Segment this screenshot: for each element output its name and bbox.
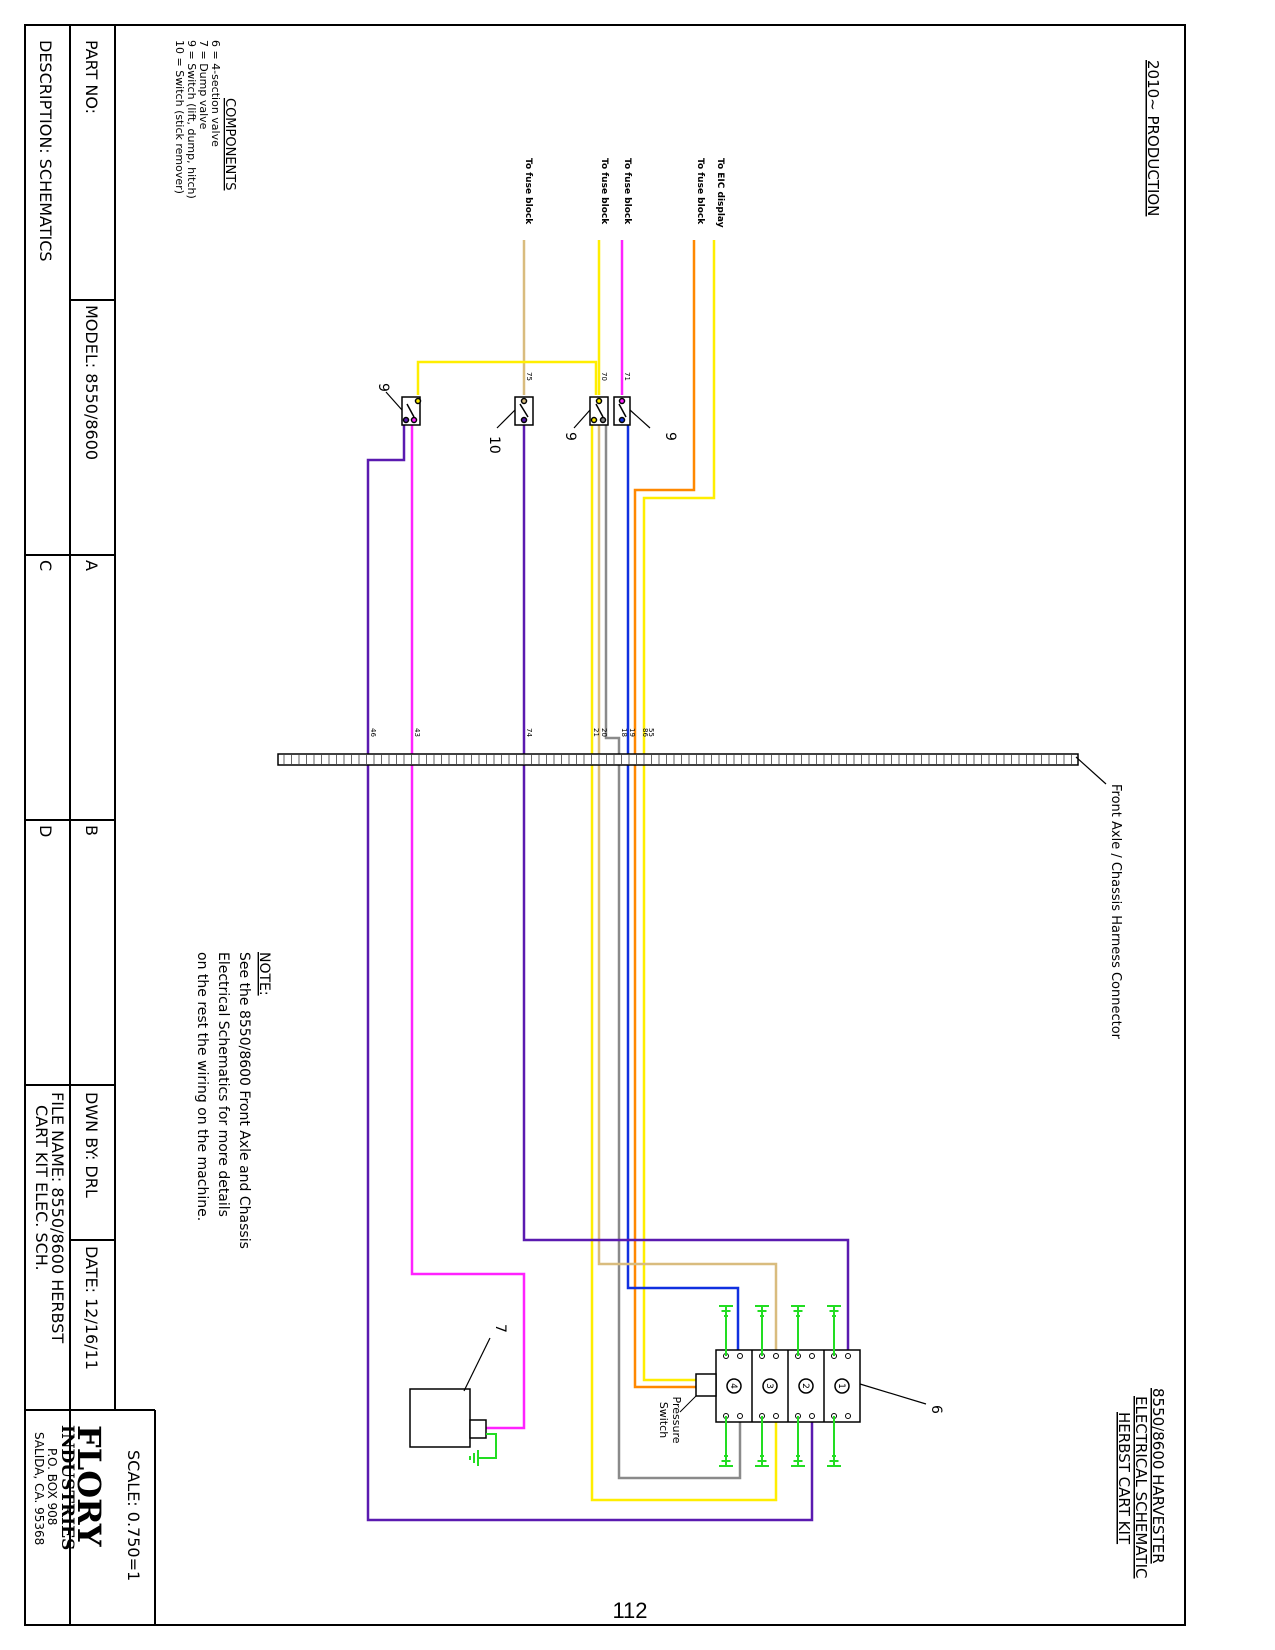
wire-46-purple (366, 420, 814, 1522)
valve-section-3-label: 3 (764, 1383, 774, 1389)
company-name: FLORY (70, 1425, 108, 1548)
page-number: 112 (612, 1598, 648, 1623)
switch-10-stick-remover (514, 396, 534, 426)
to-eic-display-label: To EIC display (715, 158, 725, 228)
component-item-10: 10 = Switch (stick remover) (173, 40, 186, 194)
valve-section-1-label: 1 (836, 1383, 846, 1389)
to-fuse-block-label: To fuse block (599, 158, 609, 225)
components-heading: COMPONENTS (222, 98, 237, 190)
production-label: 2010~ PRODUCTION (1144, 60, 1162, 216)
company-address-1: P.O. BOX 908 (45, 1448, 59, 1525)
wires (366, 240, 850, 1522)
wire-destination-labels: To EIC display To fuse block To fuse blo… (523, 158, 725, 228)
wire-number-75: 75 (525, 372, 533, 381)
title-line-1: 8550/8600 HARVESTER (1149, 1388, 1167, 1564)
wire-21-yellow (590, 420, 778, 1502)
wire-74-purple (522, 420, 850, 1353)
switch-9-top (613, 396, 631, 426)
wire-18-gray (604, 420, 742, 1480)
callout-10: 10 (486, 436, 502, 454)
wire-number-labels: 55 86 19 18 20 21 74 43 46 70 71 75 (369, 372, 655, 737)
note-line-3: on the rest the wiring on the machine. (194, 952, 210, 1221)
note-block: NOTE: See the 8550/8600 Front Axle and C… (194, 952, 272, 1249)
to-fuse-block-label: To fuse block (523, 158, 533, 225)
part-no-label: PART NO: (82, 40, 101, 114)
callout-7: 7 (492, 1324, 508, 1333)
switches (401, 396, 631, 426)
wire-number-74: 74 (525, 728, 533, 737)
callout-6: 6 (928, 1405, 944, 1414)
wire-number-86: 86 (641, 728, 649, 737)
note-line-1: See the 8550/8600 Front Axle and Chassis (236, 952, 252, 1249)
to-fuse-block-label: To fuse block (622, 158, 632, 225)
callout-leaders (385, 391, 927, 1405)
model-label: MODEL: 8550/8600 (82, 305, 101, 460)
wire-number-21: 21 (592, 728, 600, 737)
revision-c: C (36, 560, 55, 571)
file-name-line-2: CART KIT ELEC. SCH. (32, 1105, 51, 1271)
title-line-2: ELECTRICAL SCHEMATIC (1132, 1396, 1150, 1579)
harness-connector (277, 753, 1107, 785)
wire-19-blue (626, 420, 740, 1353)
wire-switch-loop-yellow (416, 360, 598, 395)
title-block: PART NO: DESCRIPTION: SCHEMATICS MODEL: … (32, 40, 143, 1581)
company-suffix: INDUSTRIES (57, 1425, 77, 1550)
note-heading: NOTE: (256, 952, 272, 996)
drawing-border (24, 24, 1186, 1626)
dump-valve (409, 1388, 497, 1466)
wire-number-70: 70 (600, 372, 608, 381)
wire-43-magenta (410, 420, 526, 1430)
wire-number-71: 71 (623, 372, 631, 381)
connector-label: Front Axle / Chassis Harness Connector (1108, 784, 1123, 1040)
date-label: DATE: 12/16/11 (82, 1246, 101, 1370)
component-item-6: 6 = 4-section valve (209, 40, 222, 147)
callout-9-second: 9 (562, 432, 578, 441)
valve-section-4-label: 4 (728, 1383, 738, 1389)
connector-pin-row (283, 755, 1072, 764)
wire-number-55: 55 (647, 728, 655, 737)
scale-label: SCALE: 0.750=1 (124, 1450, 143, 1581)
note-line-2: Electrical Schematics for more details (215, 952, 231, 1217)
callout-9-lower: 9 (375, 383, 391, 392)
valve-ground-symbols (719, 1305, 841, 1467)
file-name-line-1: FILE NAME: 8550/8600 HERBST (48, 1092, 67, 1343)
wire-fuse-orange (633, 240, 710, 1389)
pressure-switch-label-line-2: Switch (657, 1402, 670, 1438)
wire-number-46: 46 (369, 728, 377, 737)
pressure-switch (695, 1373, 717, 1397)
revision-b: B (82, 825, 101, 836)
description-label: DESCRIPTION: SCHEMATICS (36, 40, 55, 262)
revision-a: A (82, 560, 101, 571)
components-legend: COMPONENTS 6 = 4-section valve 7 = Dump … (173, 40, 237, 199)
title-line-3: HERBST CART KIT (1115, 1412, 1133, 1545)
component-item-7: 7 = Dump valve (197, 40, 210, 130)
valve-section-2-label: 2 (800, 1383, 810, 1389)
pressure-switch-label: Pressure Switch (657, 1397, 683, 1444)
wire-eic-display-yellow (642, 240, 716, 1382)
wire-number-19: 19 (628, 728, 636, 737)
sheet-headings: 2010~ PRODUCTION 8550/8600 HARVESTER ELE… (1108, 60, 1167, 1579)
switch-9-lower (401, 396, 422, 426)
component-item-9: 9 = Switch (lift, dump, hitch) (185, 40, 198, 199)
callout-numbers: 6 7 9 9 9 10 (375, 383, 944, 1414)
company-address-2: SALIDA, CA. 95368 (32, 1432, 46, 1545)
wire-number-43: 43 (413, 728, 421, 737)
callout-9-top: 9 (662, 432, 678, 441)
to-fuse-block-label: To fuse block (695, 158, 705, 225)
wire-number-18: 18 (620, 728, 628, 737)
pressure-switch-label-line-1: Pressure (670, 1397, 683, 1444)
revision-d: D (36, 825, 55, 837)
wire-20-tan (597, 420, 778, 1353)
four-section-valve: 1 2 3 4 (679, 1349, 861, 1423)
switch-9-second (589, 396, 609, 426)
wire-number-20: 20 (600, 728, 608, 737)
connector-leader-line (1075, 756, 1107, 785)
drawn-by-label: DWN BY: DRL (82, 1092, 101, 1198)
